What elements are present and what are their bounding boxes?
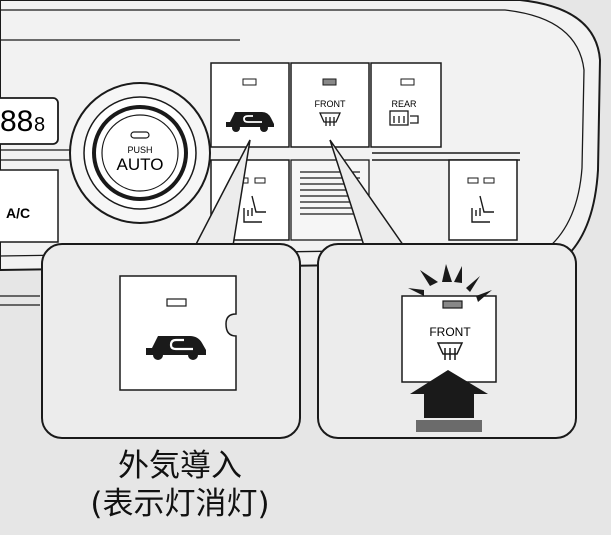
fresh-air-button-zoomed[interactable]	[119, 275, 237, 391]
indicator-light-on	[442, 300, 463, 309]
front-defrost-button-zoomed[interactable]	[401, 295, 497, 383]
rear-defrost-button[interactable]: REAR	[370, 62, 442, 148]
front-defrost-button[interactable]: FRONT	[290, 62, 370, 148]
front-label-zoomed: FRONT	[429, 325, 471, 339]
recirculation-button[interactable]	[210, 62, 290, 148]
left-callout	[41, 243, 301, 439]
ac-label: A/C	[6, 205, 30, 221]
car-recirculation-icon	[226, 112, 274, 127]
auto-label: AUTO	[117, 155, 164, 174]
press-arrow-icon	[410, 370, 488, 432]
rear-defrost-icon	[389, 110, 419, 126]
front-defrost-icon	[318, 112, 342, 126]
right-callout: FRONT	[317, 243, 577, 439]
push-label: PUSH	[127, 145, 152, 155]
seat-heater-icon	[243, 195, 266, 223]
display-digits: 88	[0, 105, 33, 138]
indicator-light-off	[166, 298, 187, 307]
temperature-display: 88 8	[0, 97, 59, 145]
light-burst-icon	[408, 264, 492, 302]
front-defrost-icon	[436, 342, 464, 360]
front-label: FRONT	[315, 99, 346, 109]
caption-line-1: 外気導入	[118, 448, 242, 484]
display-decimal: 8	[34, 114, 45, 136]
car-recirculation-icon	[146, 336, 206, 360]
caption-line-2: (表示灯消灯)	[90, 486, 270, 522]
ac-button[interactable]: A/C	[0, 169, 59, 243]
seat-heater-icon	[471, 195, 494, 223]
seat-heater-right-button[interactable]	[448, 159, 518, 241]
auto-knob[interactable]: PUSH AUTO	[69, 82, 211, 224]
rear-label: REAR	[391, 99, 417, 109]
